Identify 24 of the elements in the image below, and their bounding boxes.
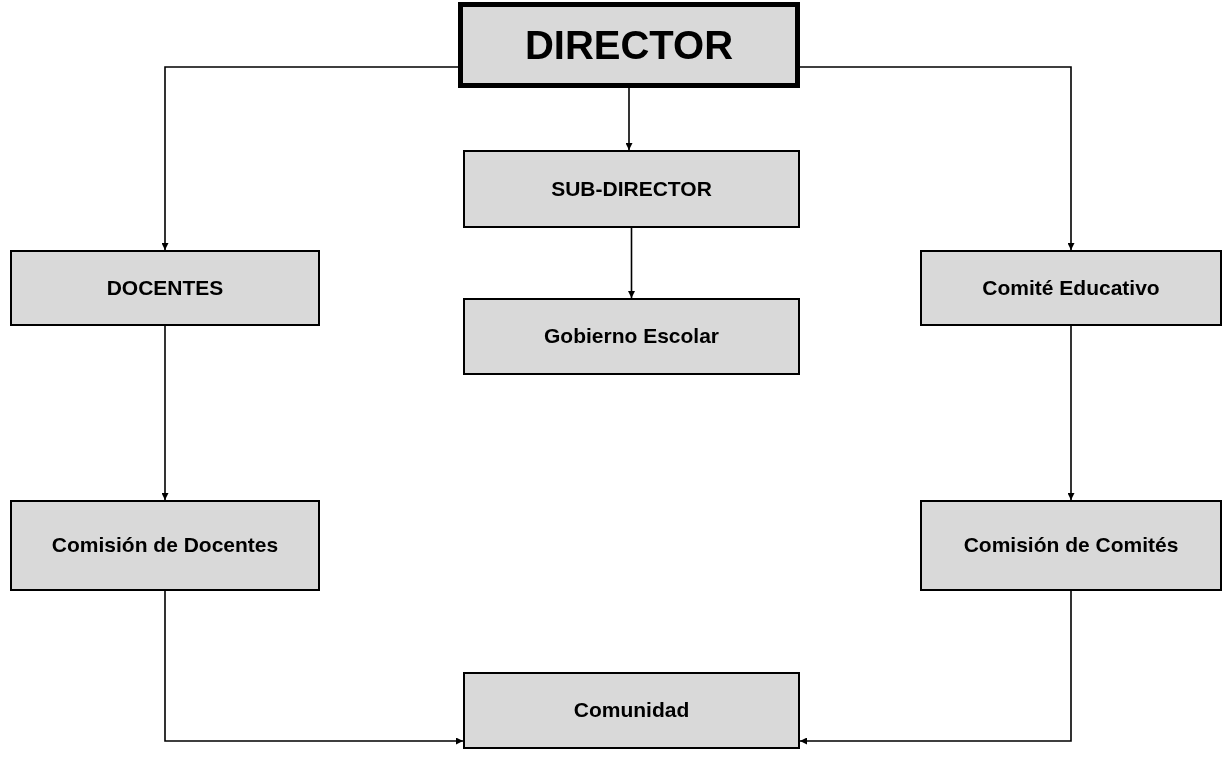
connector-arrow	[161, 325, 169, 501]
connector-arrow	[799, 66, 1075, 251]
org-box	[463, 672, 800, 749]
box-label: Gobierno Escolar	[543, 323, 719, 350]
connector-arrow	[164, 590, 464, 745]
box-label: Comité Educativo	[982, 274, 1160, 301]
connector-arrow	[161, 66, 459, 251]
box-label: Comisión de Docentes	[51, 532, 279, 559]
connector-arrow	[799, 590, 1072, 745]
org-box	[920, 500, 1222, 591]
connector-arrow	[625, 87, 633, 151]
connector-arrow	[628, 227, 635, 299]
org-box	[463, 150, 800, 228]
box-label: SUB-DIRECTOR	[551, 175, 712, 202]
box-label: Comunidad	[573, 697, 690, 724]
connector-arrow	[1067, 325, 1075, 501]
org-box	[10, 500, 320, 591]
box-label: DIRECTOR	[524, 22, 734, 69]
org-box	[458, 2, 800, 88]
org-box	[920, 250, 1222, 326]
box-label: Comisión de Comités	[963, 532, 1179, 559]
org-box	[463, 298, 800, 375]
org-box	[10, 250, 320, 326]
box-label: DOCENTES	[106, 274, 224, 301]
